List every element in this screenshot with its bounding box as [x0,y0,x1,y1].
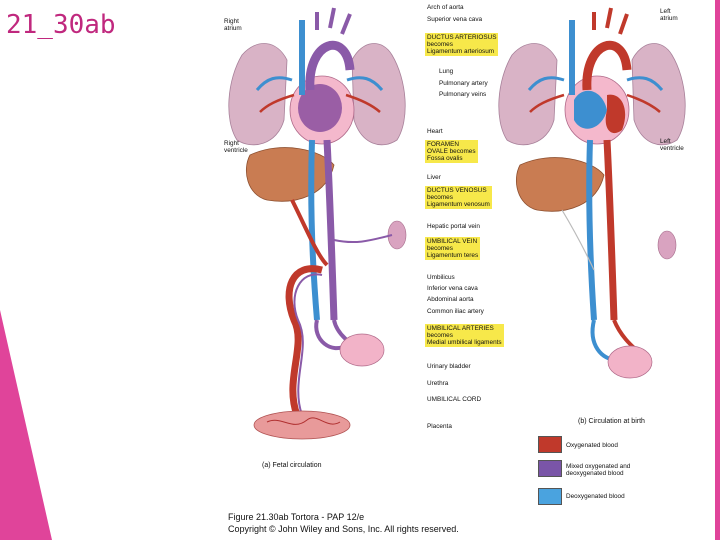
label-urinary-bladder: Urinary bladder [427,363,471,370]
legend-label-deoxygenated: Deoxygenated blood [566,493,625,500]
box-ductus-venosus: DUCTUS VENOSUS becomes Ligamentum venosu… [425,186,492,209]
fetal-liver [246,147,335,202]
birth-left-lung [631,43,686,146]
legend-swatch-deoxygenated [538,488,562,505]
box-ductus-arteriosus: DUCTUS ARTERIOSUS becomes Ligamentum art… [425,33,499,56]
fetal-right-lung [228,43,288,146]
label-superior-vena-cava: Superior vena cava [427,16,483,23]
label-inferior-vena-cava: Inferior vena cava [427,285,478,292]
birth-right-lung [498,43,558,146]
fetal-umbilical-cord [285,265,323,417]
box-umbilical-vein: UMBILICAL VEIN becomes Ligamentum teres [425,237,481,260]
label-lung: Lung [439,68,454,75]
label-umbilical-cord: UMBILICAL CORD [427,396,482,403]
box-umbilical-arteries: UMBILICAL ARTERIES becomes Medial umbili… [425,324,504,347]
label-umbilicus: Umbilicus [427,274,455,281]
label-pulmonary-artery: Pulmonary artery [439,80,488,87]
box-foramen-ovale: FORAMEN OVALE becomes Fossa ovalis [425,140,478,163]
circulation-illustration [228,7,686,440]
caption-circulation-at-birth: (b) Circulation at birth [578,418,645,425]
legend-swatch-mixed [538,460,562,477]
legend-swatch-oxygenated [538,436,562,453]
slide-accent-corner [0,310,52,540]
fetal-urinary-bladder [339,333,385,367]
slide-title: 21_30ab [6,10,116,40]
label-heart: Heart [427,128,443,135]
label-hepatic-portal-vein: Hepatic portal vein [427,223,480,230]
label-placenta: Placenta [427,423,452,430]
label-liver: Liver [427,174,441,181]
fetal-left-lung [351,43,406,146]
label-arch-of-aorta: Arch of aorta [427,4,464,11]
legend-label-oxygenated: Oxygenated blood [566,442,618,449]
label-abdominal-aorta: Abdominal aorta [427,296,474,303]
placenta [253,410,351,440]
slide-accent-bar [715,0,720,540]
label-common-iliac-artery: Common iliac artery [427,308,484,315]
label-urethra: Urethra [427,380,449,387]
label-pulmonary-veins: Pulmonary veins [439,91,487,98]
birth-urinary-bladder [607,345,653,379]
birth-liver [516,157,605,212]
caption-fetal-circulation: (a) Fetal circulation [262,462,322,469]
copyright-notice: Copyright © John Wiley and Sons, Inc. Al… [228,524,459,534]
figure-citation: Figure 21.30ab Tortora - PAP 12/e [228,512,365,522]
